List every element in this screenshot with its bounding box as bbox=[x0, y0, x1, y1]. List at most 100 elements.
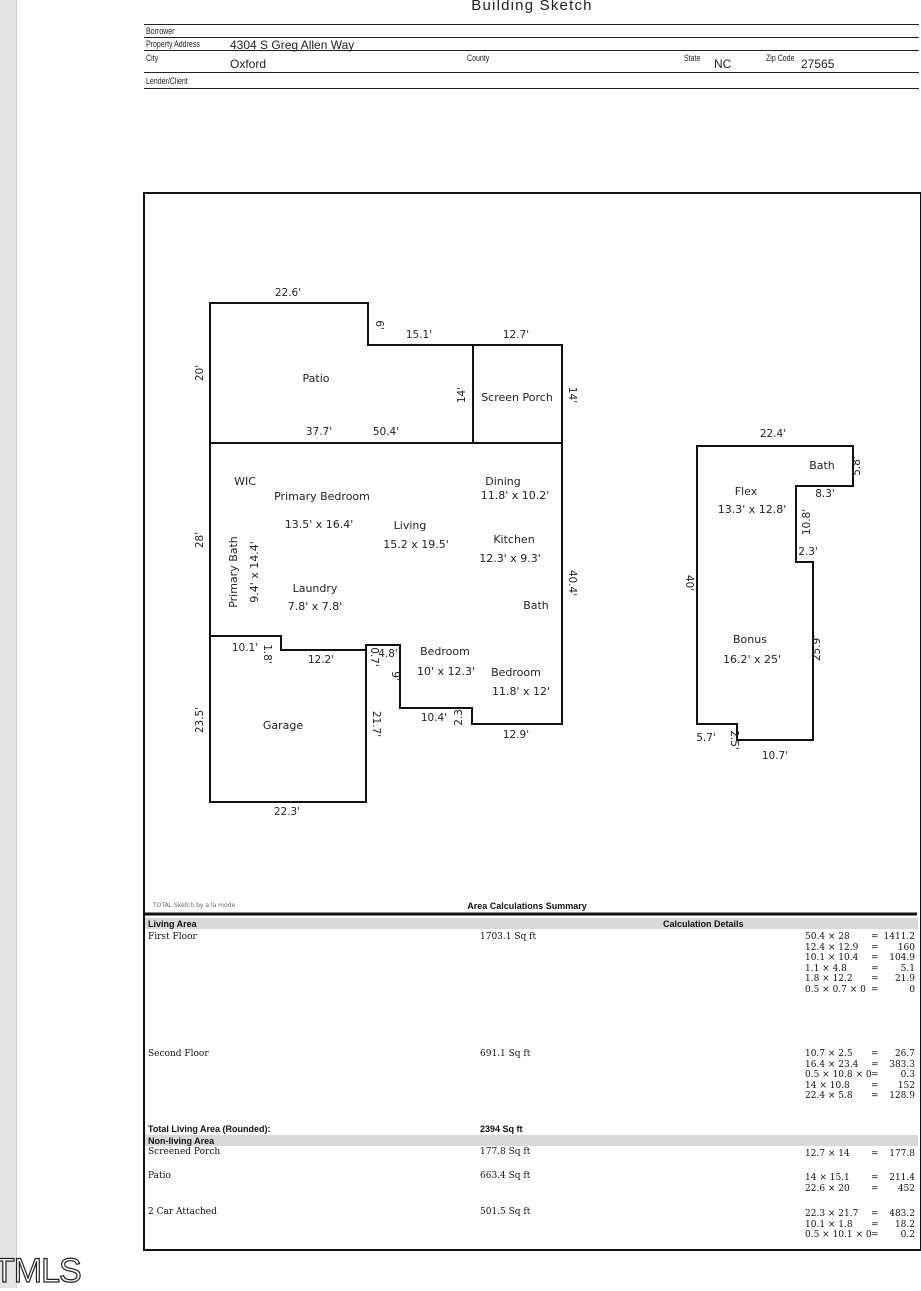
dim-text: 4.8' bbox=[378, 648, 398, 660]
dim-text: 40.4' bbox=[566, 570, 578, 596]
living-area-bar bbox=[145, 918, 918, 929]
calc-line: 14 × 15.1=211.4 bbox=[805, 1173, 915, 1183]
dim-text: 5.7' bbox=[696, 732, 716, 744]
dim-text: 28' bbox=[194, 532, 206, 548]
second-floor-outline bbox=[696, 445, 854, 741]
room-label: 10' x 12.3' bbox=[417, 665, 475, 678]
tmls-watermark: TMLS bbox=[0, 1251, 82, 1290]
room-label: Primary Bath bbox=[227, 536, 240, 608]
calc-line: 1.1 × 4.8=5.1 bbox=[805, 963, 915, 974]
dim-text: 14' bbox=[456, 387, 468, 403]
dim-text: 10.8' bbox=[801, 509, 813, 535]
patio-label: Patio bbox=[148, 1171, 171, 1181]
borrower-row: Borrower bbox=[144, 24, 919, 38]
dim-text: 1.8' bbox=[261, 644, 273, 664]
city-row: City Oxford County State NC Zip Code 275… bbox=[144, 50, 919, 73]
dim-text: 25.9' bbox=[811, 635, 823, 661]
patio-calcs: 14 × 15.1=211.4 22.6 × 20=452 bbox=[805, 1173, 915, 1194]
dim-text: 22.3' bbox=[274, 806, 300, 818]
total-living-label: Total Living Area (Rounded): bbox=[148, 1124, 271, 1134]
room-label: 13.3' x 12.8' bbox=[718, 503, 787, 516]
calc-line: 50.4 × 28=1411.2 bbox=[805, 932, 915, 942]
room-label: Kitchen bbox=[493, 533, 534, 546]
dim-text: 9' bbox=[389, 671, 401, 681]
second-floor-area: 691.1 Sq ft bbox=[480, 1049, 531, 1059]
dim-text: 0.7' bbox=[368, 647, 380, 667]
address-row: Property Address 4304 S Greg Allen Way bbox=[144, 37, 919, 52]
state-label: State bbox=[684, 53, 701, 63]
living-area-label: Living Area bbox=[148, 919, 197, 929]
dim-text: 12.7' bbox=[503, 329, 529, 341]
screened-porch-area: 177.8 Sq ft bbox=[480, 1147, 531, 1157]
calc-line: 16.4 × 23.4=383.3 bbox=[805, 1059, 915, 1070]
room-label: 9.4' x 14.4' bbox=[248, 541, 261, 603]
second-floor-calcs: 10.7 × 2.5=26.7 16.4 × 23.4=383.3 0.5 × … bbox=[805, 1049, 915, 1102]
second-floor-label: Second Floor bbox=[148, 1049, 209, 1059]
dim-text: 5.8' bbox=[851, 456, 863, 476]
dim-text: 10.4' bbox=[421, 712, 447, 724]
calc-line: 10.7 × 2.5=26.7 bbox=[805, 1049, 915, 1059]
lender-label: Lender/Client bbox=[146, 76, 188, 86]
address-label: Property Address bbox=[146, 39, 200, 49]
calc-line: 0.5 × 0.7 × 0=0 bbox=[805, 984, 915, 995]
non-living-bar bbox=[145, 1135, 918, 1146]
room-label: Bonus bbox=[733, 633, 767, 646]
page-title: Building Sketch bbox=[471, 0, 593, 14]
calc-line: 14 × 10.8=152 bbox=[805, 1080, 915, 1091]
calc-line: 0.5 × 10.8 × 0=0.3 bbox=[805, 1070, 915, 1081]
room-label: Living bbox=[394, 519, 427, 532]
room-label: Bath bbox=[523, 599, 549, 612]
room-label: Dining bbox=[485, 475, 521, 488]
calc-line: 0.5 × 10.1 × 0=0.2 bbox=[805, 1230, 915, 1241]
borrower-label: Borrower bbox=[146, 26, 175, 36]
room-label: Laundry bbox=[293, 582, 338, 595]
room-label: Garage bbox=[263, 719, 304, 732]
dim-text: 8.3' bbox=[815, 488, 835, 500]
garage-area: 501.5 Sq ft bbox=[480, 1207, 531, 1217]
dim-text: 2.5' bbox=[728, 730, 740, 750]
room-label: 11.8' x 10.2' bbox=[481, 489, 550, 502]
garage-top-wall bbox=[210, 635, 366, 651]
dim-text: 23.5' bbox=[194, 707, 206, 733]
dim-text: 12.9' bbox=[503, 729, 529, 741]
room-label: Bedroom bbox=[420, 645, 470, 658]
patio-outline bbox=[209, 302, 563, 443]
calc-line: 22.6 × 20=452 bbox=[805, 1183, 915, 1194]
room-label: 15.2 x 19.5' bbox=[383, 538, 449, 551]
dim-text: 40' bbox=[683, 575, 695, 591]
dim-text: 15.1' bbox=[406, 329, 432, 341]
city-label: City bbox=[146, 53, 159, 63]
main-outline bbox=[209, 443, 563, 803]
dim-text: 22.4' bbox=[760, 428, 786, 440]
screened-porch-label: Screened Porch bbox=[148, 1147, 221, 1157]
patio-area: 663.4 Sq ft bbox=[480, 1171, 531, 1181]
property-address: 4304 S Greg Allen Way bbox=[230, 38, 355, 52]
lender-row: Lender/Client bbox=[144, 72, 919, 89]
first-floor-calcs: 50.4 × 28=1411.2 12.4 × 12.9=160 10.1 × … bbox=[805, 932, 915, 996]
calc-line: 22.4 × 5.8=128.9 bbox=[805, 1091, 915, 1102]
room-label: 12.3' x 9.3' bbox=[479, 552, 541, 565]
city-value: Oxford bbox=[230, 57, 267, 71]
dim-text: 37.7' bbox=[306, 426, 332, 438]
calc-line: 12.4 × 12.9=160 bbox=[805, 942, 915, 953]
room-label: Bath bbox=[809, 459, 835, 472]
calc-line: 10.1 × 10.4=104.9 bbox=[805, 953, 915, 964]
dim-text: 2.3' bbox=[453, 706, 465, 726]
first-floor-area: 1703.1 Sq ft bbox=[480, 932, 537, 942]
calc-line: 10.1 × 1.8=18.2 bbox=[805, 1219, 915, 1230]
dim-text: 20' bbox=[194, 365, 206, 381]
calc-line: 22.3 × 21.7=483.2 bbox=[805, 1209, 915, 1219]
room-label: Screen Porch bbox=[481, 391, 553, 404]
dim-text: 6' bbox=[373, 320, 385, 330]
room-label: WIC bbox=[234, 475, 256, 488]
dim-text: 10.7' bbox=[762, 750, 788, 762]
room-label: 16.2' x 25' bbox=[723, 653, 781, 666]
room-label: 11.8' x 12' bbox=[492, 685, 550, 698]
first-floor-label: First Floor bbox=[148, 932, 197, 942]
room-label: Primary Bedroom bbox=[274, 490, 370, 503]
dim-text: 21.7' bbox=[370, 711, 382, 737]
dim-text: 14' bbox=[566, 387, 578, 403]
dim-text: 10.1' bbox=[232, 642, 258, 654]
dim-text: 50.4' bbox=[373, 426, 399, 438]
